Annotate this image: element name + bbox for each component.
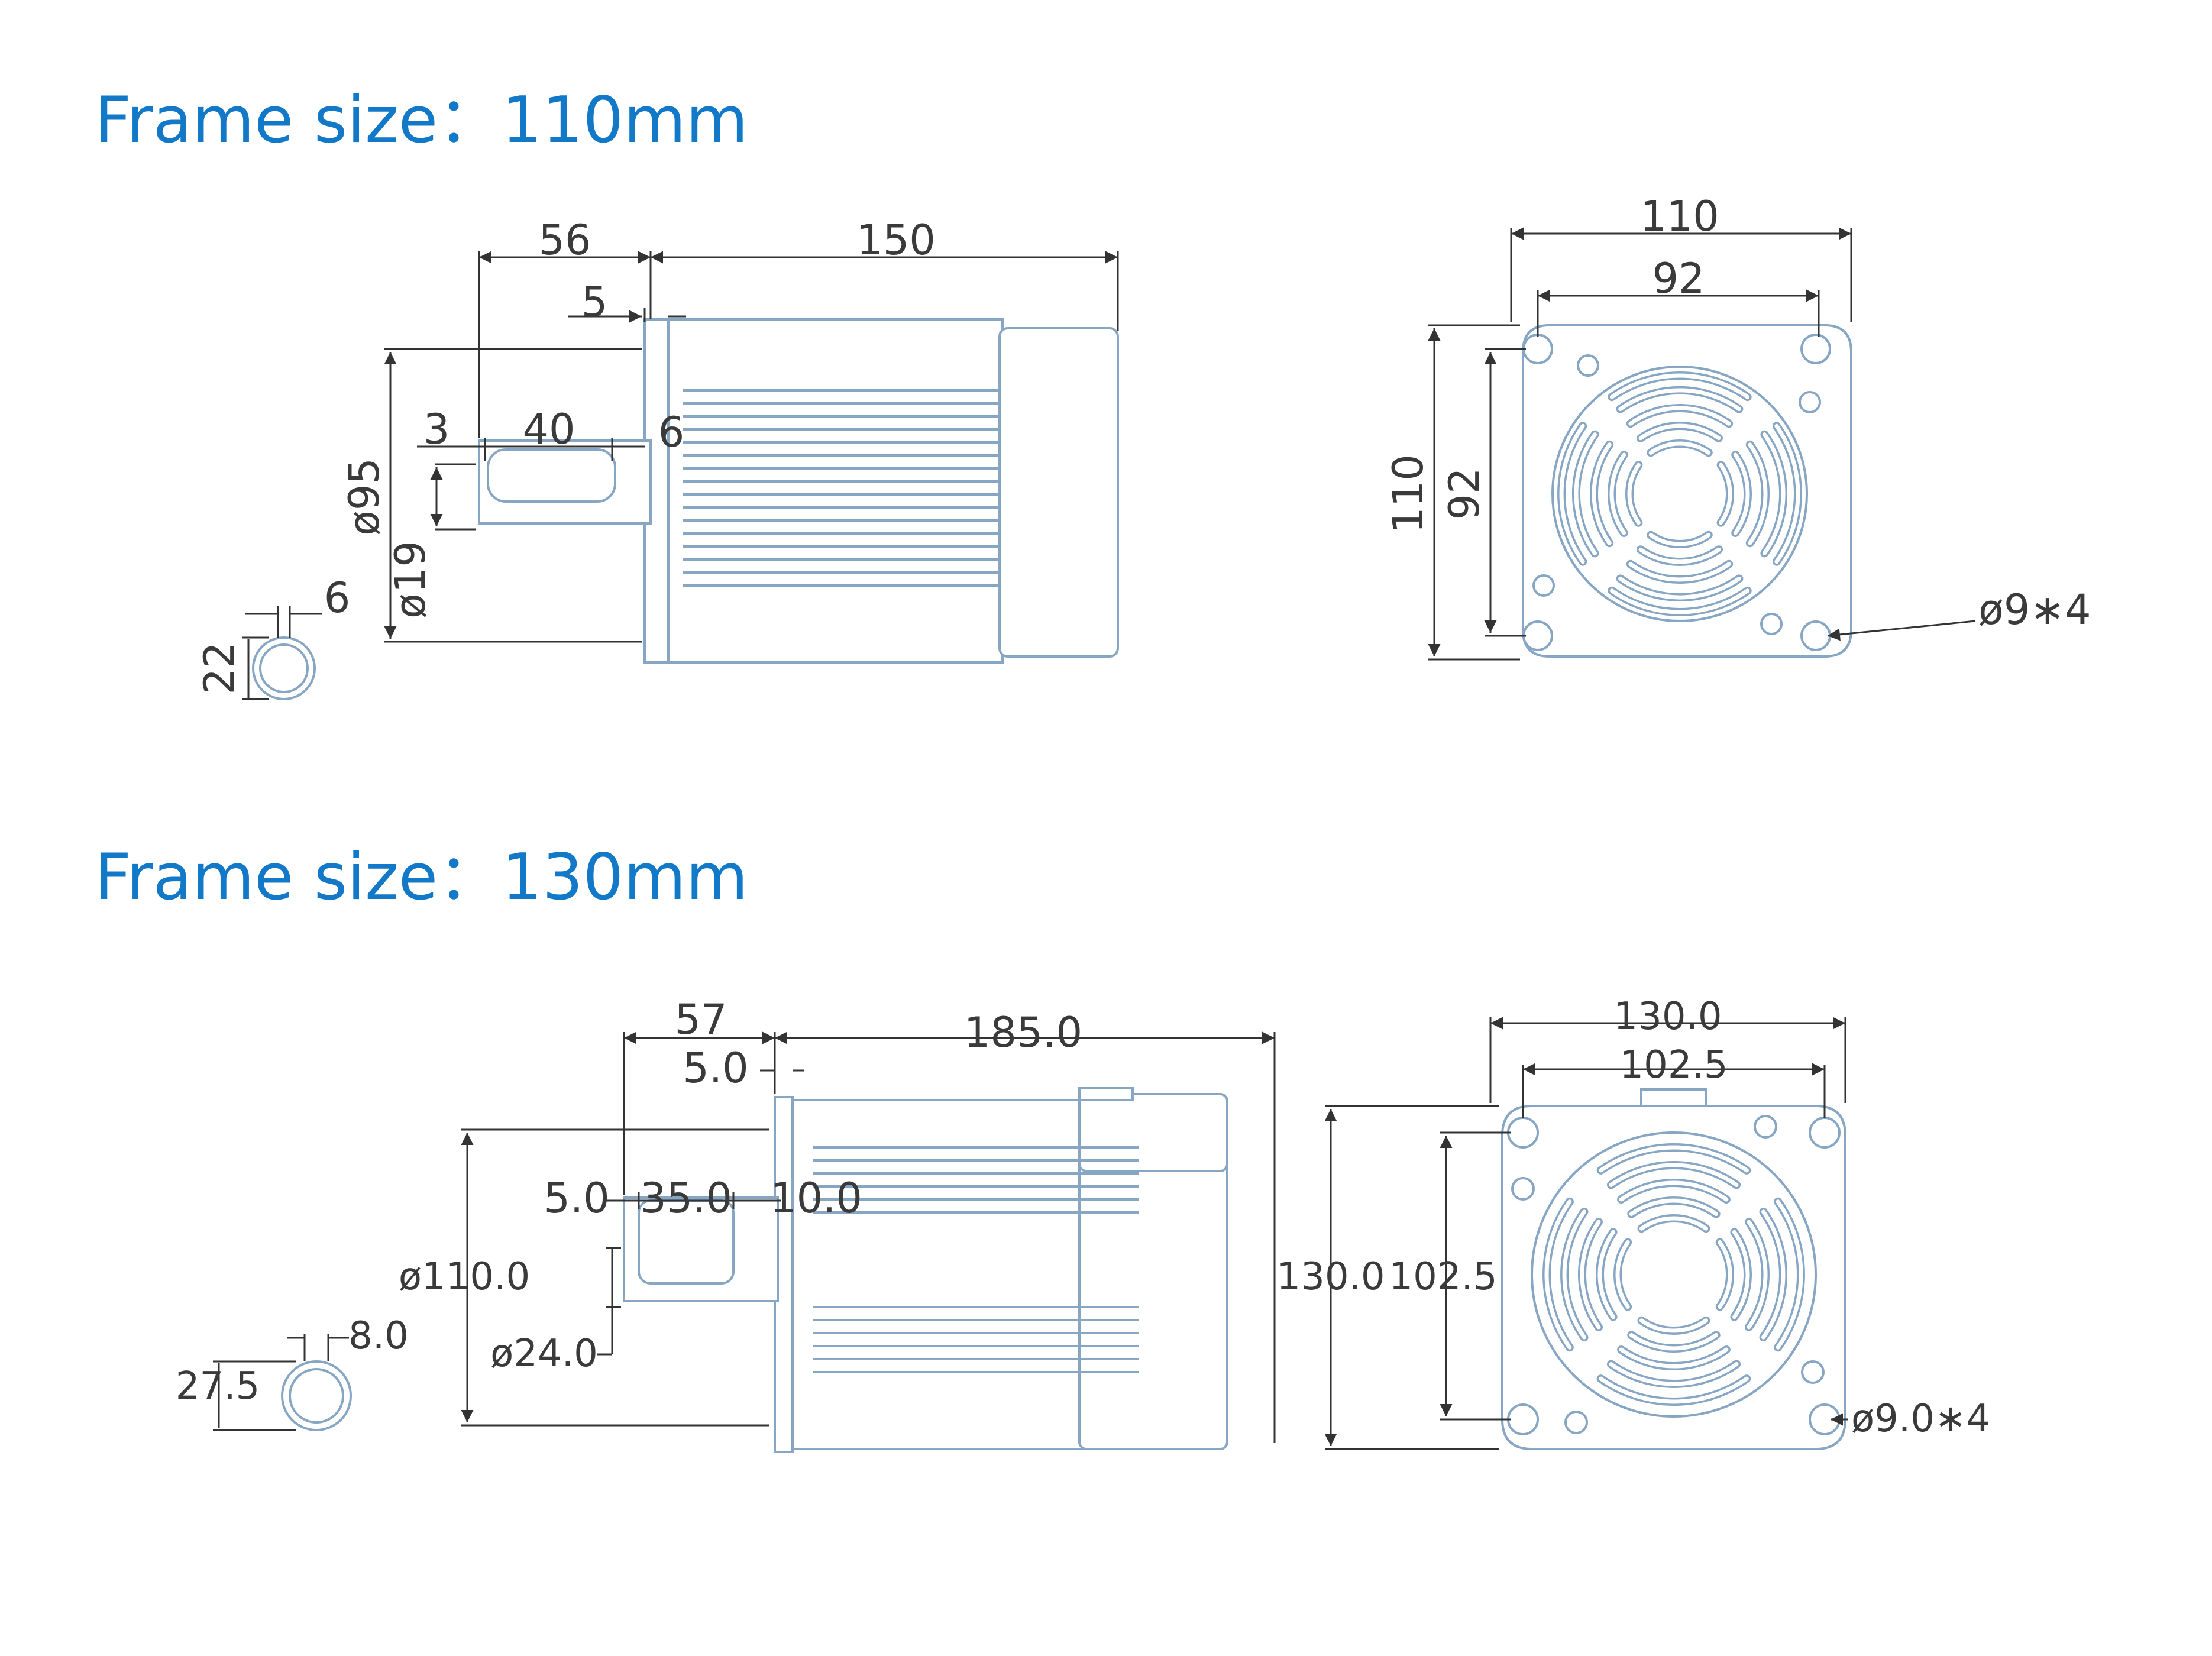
grille-slot-inner <box>1615 1240 1630 1309</box>
grille-slot-inner <box>1638 547 1721 564</box>
grille-slot-inner <box>1609 1163 1739 1187</box>
dim-110-3: 3 <box>423 405 450 454</box>
dim-110-key-22: 22 <box>195 642 244 694</box>
grille-slot-inner <box>1748 442 1768 545</box>
motor-130-key-section <box>281 1360 352 1431</box>
grille-slot-inner <box>1629 1198 1719 1217</box>
dim-130-d110: ø110.0 <box>399 1255 530 1299</box>
frame-size-110-title: Frame size：110mm <box>95 83 748 157</box>
dim-110-key-6: 6 <box>324 574 351 622</box>
grille-slot-inner <box>1718 1240 1732 1309</box>
grille-slot-inner <box>1747 1220 1768 1330</box>
motor-110-cooling-fins <box>683 389 1000 587</box>
dim-130-key-27: 27.5 <box>176 1364 260 1408</box>
motor-110-end-cap <box>998 327 1119 658</box>
grille-slot-inner <box>1639 1216 1708 1231</box>
fan-grille <box>1551 366 1808 622</box>
fan-grille-slots <box>1542 1143 1805 1406</box>
grille-slot-inner <box>1732 1230 1750 1319</box>
grille-slot-inner <box>1562 1209 1586 1340</box>
grille-slot-inner <box>1629 1332 1719 1351</box>
dim-110-pcd: 92 <box>1652 254 1705 303</box>
frame-size-130-title: Frame size：130mm <box>95 840 748 914</box>
grille-slot-inner <box>1776 1199 1803 1350</box>
grille-slot-inner <box>1719 462 1732 525</box>
grille-slot-inner <box>1592 442 1612 545</box>
dim-130-height: 130.0 <box>1276 1255 1385 1299</box>
dim-110-150: 150 <box>856 216 936 264</box>
grille-slot-inner <box>1774 423 1800 564</box>
dim-110-d95: ø95 <box>340 458 389 536</box>
dim-130-5: 5.0 <box>683 1044 748 1092</box>
dim-130-5b: 5.0 <box>544 1174 609 1222</box>
grille-slot-inner <box>1619 1180 1729 1202</box>
mount-hole <box>1800 334 1831 364</box>
mount-hole <box>1809 1117 1841 1149</box>
dim-110-40: 40 <box>522 405 575 454</box>
mount-hole <box>1800 620 1831 651</box>
fan-grille-slots <box>1557 371 1802 616</box>
grille-slot-inner <box>1761 1209 1786 1340</box>
grille-slot-inner <box>1618 576 1741 600</box>
grille-slot-inner <box>1648 441 1711 455</box>
grille-slot-inner <box>1580 1220 1601 1330</box>
grille-slot-inner <box>1609 588 1750 614</box>
motor-110-front-view: 110 92 110 92 ø9∗4 <box>1384 192 2091 661</box>
dim-130-pcd: 102.5 <box>1619 1043 1728 1087</box>
dim-130-35: 35.0 <box>640 1174 732 1222</box>
dim-130-key-8: 8.0 <box>348 1314 409 1358</box>
grille-slot-inner <box>1628 406 1731 426</box>
motor-110-side-view: 56 150 5 3 40 6 ø95 ø19 6 22 <box>195 216 1119 700</box>
dim-130-pcd-v: 102.5 <box>1389 1255 1497 1299</box>
grille-slot-inner <box>1628 562 1731 582</box>
dim-130-57: 57 <box>674 995 727 1044</box>
grille-slot-inner <box>1597 1230 1616 1319</box>
grille-slot-inner <box>1599 1145 1749 1173</box>
dim-110-5: 5 <box>581 278 608 326</box>
mount-hole <box>1522 620 1553 651</box>
dim-130-holes: ø9.0∗4 <box>1851 1397 1990 1441</box>
dim-130-d24: ø24.0 <box>490 1332 598 1376</box>
mount-hole <box>1522 334 1553 364</box>
grille-slot-inner <box>1609 452 1626 535</box>
mount-hole <box>1507 1117 1539 1149</box>
dim-130-width: 130.0 <box>1613 995 1722 1039</box>
grille-slot-inner <box>1609 373 1750 399</box>
grille-slot-inner <box>1639 1318 1708 1333</box>
motor-130-cooling-fins <box>813 1146 1139 1373</box>
motor-110-key-section <box>252 636 316 700</box>
dim-130-185: 185.0 <box>964 1008 1082 1057</box>
dim-110-6-flange: 6 <box>658 408 685 457</box>
motor-110-body <box>649 318 1004 664</box>
dim-110-56: 56 <box>538 216 591 264</box>
motor-110-key <box>487 448 616 503</box>
grille-slot-inner <box>1609 1362 1739 1386</box>
grille-slot-inner <box>1559 423 1585 564</box>
grille-slot-inner <box>1544 1199 1572 1350</box>
grille-slot-inner <box>1599 1376 1749 1404</box>
dim-110-height: 110 <box>1384 454 1432 533</box>
dim-110-d19: ø19 <box>386 541 435 619</box>
grille-slot-inner <box>1638 423 1721 441</box>
grille-slot-inner <box>1648 533 1711 546</box>
grille-slot-inner <box>1574 432 1597 555</box>
dim-110-holes: ø9∗4 <box>1978 586 2091 634</box>
mount-hole <box>1507 1403 1539 1435</box>
grille-slot-inner <box>1733 452 1750 535</box>
motor-130-side-view: 57 185.0 5.0 5.0 35.0 10.0 ø110.0 ø24.0 … <box>176 995 1276 1453</box>
grille-slot-inner <box>1627 462 1641 525</box>
fan-grille <box>1531 1131 1817 1418</box>
dim-110-pcd-v: 92 <box>1440 467 1489 520</box>
grille-slot-inner <box>1618 388 1741 412</box>
grille-slot-inner <box>1762 432 1786 555</box>
dim-130-10: 10.0 <box>770 1174 862 1222</box>
grille-slot-inner <box>1619 1347 1729 1369</box>
motor-130-front-view: 130.0 102.5 130.0 102.5 ø9.0∗4 <box>1276 995 1990 1450</box>
dim-110-width: 110 <box>1640 192 1719 241</box>
